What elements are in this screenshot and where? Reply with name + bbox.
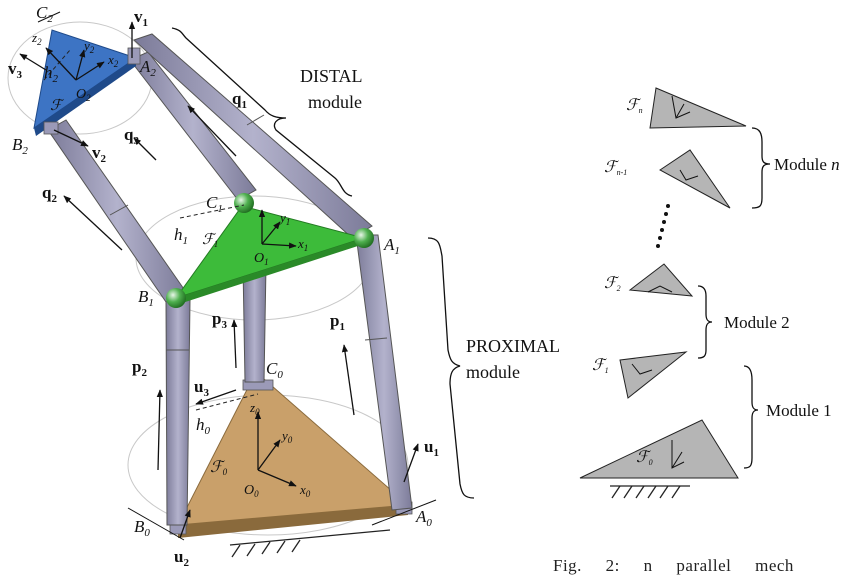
- label-Fs0: ℱ0: [636, 449, 653, 467]
- frame-axes: [19, 21, 419, 539]
- label-A0: A0: [415, 507, 432, 529]
- label-Fn-1: ℱn-1: [604, 159, 627, 177]
- label-A2: A2: [139, 57, 156, 79]
- label-module-2: Module 2: [724, 313, 790, 332]
- label-O0: O0: [244, 483, 259, 499]
- label-u1: u1: [424, 437, 439, 459]
- label-p1: p1: [330, 311, 345, 333]
- distal-label-line1: DISTAL: [300, 66, 363, 86]
- label-C1: C1: [206, 193, 223, 215]
- distal-label-line2: module: [308, 92, 362, 112]
- label-x2: x2: [107, 52, 119, 69]
- proximal-legs: [165, 234, 413, 526]
- label-F2: ℱ: [50, 98, 65, 114]
- label-y1: y1: [278, 210, 290, 227]
- label-Fs1: ℱ1: [592, 357, 609, 375]
- distal-legs: [47, 33, 373, 303]
- base-ref-line-left: [127, 507, 185, 541]
- label-Fs2: ℱ2: [604, 275, 621, 293]
- triangle-Fn: [649, 87, 747, 129]
- proximal-label-line1: PROXIMAL: [466, 336, 560, 356]
- label-y2: y2: [82, 38, 95, 55]
- figure-caption: Fig. 2: n parallel mech: [553, 556, 794, 575]
- label-F1: ℱ1: [202, 232, 218, 249]
- label-p3: p3: [212, 309, 227, 331]
- triangle-F2: [628, 263, 694, 297]
- label-h1: h1: [174, 225, 188, 247]
- h1-dashed-line: [179, 204, 245, 219]
- h0-dashed-line: [195, 393, 259, 411]
- label-u2: u2: [174, 547, 189, 569]
- base-ref-line-right: [371, 499, 437, 526]
- label-q3: q3: [124, 125, 139, 147]
- module-stack-schematic: ℱn ℱn-1 ℱ2 ℱ1 ℱ0 Module n Module 2 Modul…: [579, 87, 840, 499]
- frame-Fn-1-icon: [679, 169, 699, 181]
- triangle-Fn-1: [659, 149, 731, 209]
- triangle-F1: [619, 351, 688, 399]
- label-O2: O2: [76, 87, 91, 103]
- frame-F1-icon: [631, 363, 653, 375]
- triangle-F0: [579, 419, 739, 479]
- base-ground-hatch: [229, 529, 391, 558]
- label-F0: ℱ0: [210, 459, 228, 477]
- frame-F2-icon: [647, 285, 673, 293]
- label-B1: B1: [138, 287, 154, 309]
- label-h2: h2: [44, 63, 59, 85]
- label-A1: A1: [383, 235, 400, 257]
- label-O1: O1: [254, 251, 269, 267]
- module-n-brace: [751, 127, 771, 209]
- label-p2: p2: [132, 357, 147, 379]
- proximal-label-line2: module: [466, 362, 520, 382]
- module-1-brace: [743, 365, 759, 469]
- label-x0: x0: [299, 482, 311, 499]
- top-ref-line-left: [37, 11, 61, 23]
- proximal-brace: [427, 237, 475, 499]
- label-x1: x1: [297, 236, 308, 253]
- label-z0: z0: [249, 400, 260, 417]
- label-C2: C2: [36, 3, 53, 25]
- module-2-brace: [697, 285, 713, 359]
- label-q1: q1: [232, 89, 247, 111]
- ellipsis-dots: [656, 204, 670, 248]
- schematic-ground-hatch: [610, 485, 690, 499]
- label-module-n: Module n: [774, 155, 840, 174]
- label-z2: z2: [31, 30, 42, 47]
- label-v3: v3: [8, 59, 23, 81]
- label-B0: B0: [134, 517, 150, 539]
- middle-platform: [166, 193, 374, 308]
- distal-brace: [171, 27, 353, 197]
- label-Fn: ℱn: [626, 97, 643, 115]
- mechanism-illustration: C2 v1 A2 z2 y2 x2 v3 h2 O2 ℱ B2 v2 q1 q3…: [7, 3, 560, 569]
- label-v2: v2: [92, 143, 107, 165]
- label-u3: u3: [194, 377, 209, 399]
- label-q2: q2: [42, 183, 57, 205]
- label-v1: v1: [134, 7, 148, 29]
- label-C0: C0: [266, 359, 283, 381]
- label-h0: h0: [196, 415, 211, 437]
- label-B2: B2: [12, 135, 28, 157]
- label-y0: y0: [280, 428, 293, 445]
- distal-platform: [33, 29, 141, 136]
- label-module-1: Module 1: [766, 401, 832, 420]
